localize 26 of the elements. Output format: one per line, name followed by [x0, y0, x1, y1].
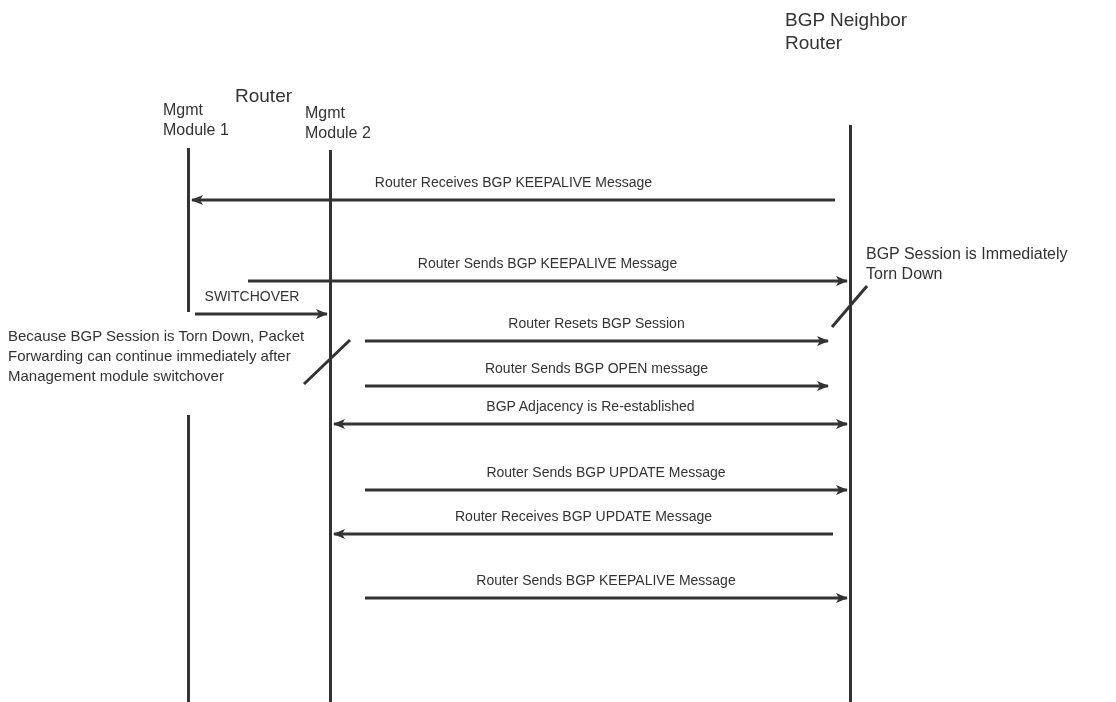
- message-label: Router Sends BGP KEEPALIVE Message: [476, 572, 736, 588]
- message-label: SWITCHOVER: [204, 288, 300, 304]
- message-arrow: [365, 593, 848, 603]
- message-arrow: [365, 485, 848, 495]
- message-arrow: [248, 276, 848, 286]
- group-heading: Router: [235, 86, 293, 105]
- leader-line: [302, 338, 352, 386]
- message-arrow: [365, 381, 829, 391]
- message-arrow: [191, 195, 835, 205]
- message-label: Router Sends BGP KEEPALIVE Message: [417, 255, 678, 271]
- participant-label: Mgmt Module 1: [163, 100, 230, 140]
- message-label: BGP Adjacency is Re-established: [486, 398, 695, 414]
- annotation-note: BGP Session is Immediately Torn Down: [866, 244, 1096, 284]
- message-arrow: [195, 309, 328, 319]
- message-arrow: [333, 419, 848, 429]
- message-label: Router Sends BGP UPDATE Message: [486, 464, 726, 480]
- leader-line: [830, 285, 869, 328]
- message-label: Router Receives BGP KEEPALIVE Message: [374, 174, 653, 190]
- message-label: Router Sends BGP OPEN message: [484, 360, 709, 376]
- message-arrow: [333, 529, 833, 539]
- annotation-note: Because BGP Session is Torn Down, Packet Forwarding can continue immediately after Management module switchover: [8, 326, 305, 386]
- message-label: Router Resets BGP Session: [508, 315, 685, 331]
- message-label: Router Receives BGP UPDATE Message: [455, 508, 712, 524]
- participant-label: Mgmt Module 2: [305, 103, 372, 143]
- participant-label: BGP Neighbor Router: [785, 8, 909, 54]
- message-arrow: [365, 336, 829, 346]
